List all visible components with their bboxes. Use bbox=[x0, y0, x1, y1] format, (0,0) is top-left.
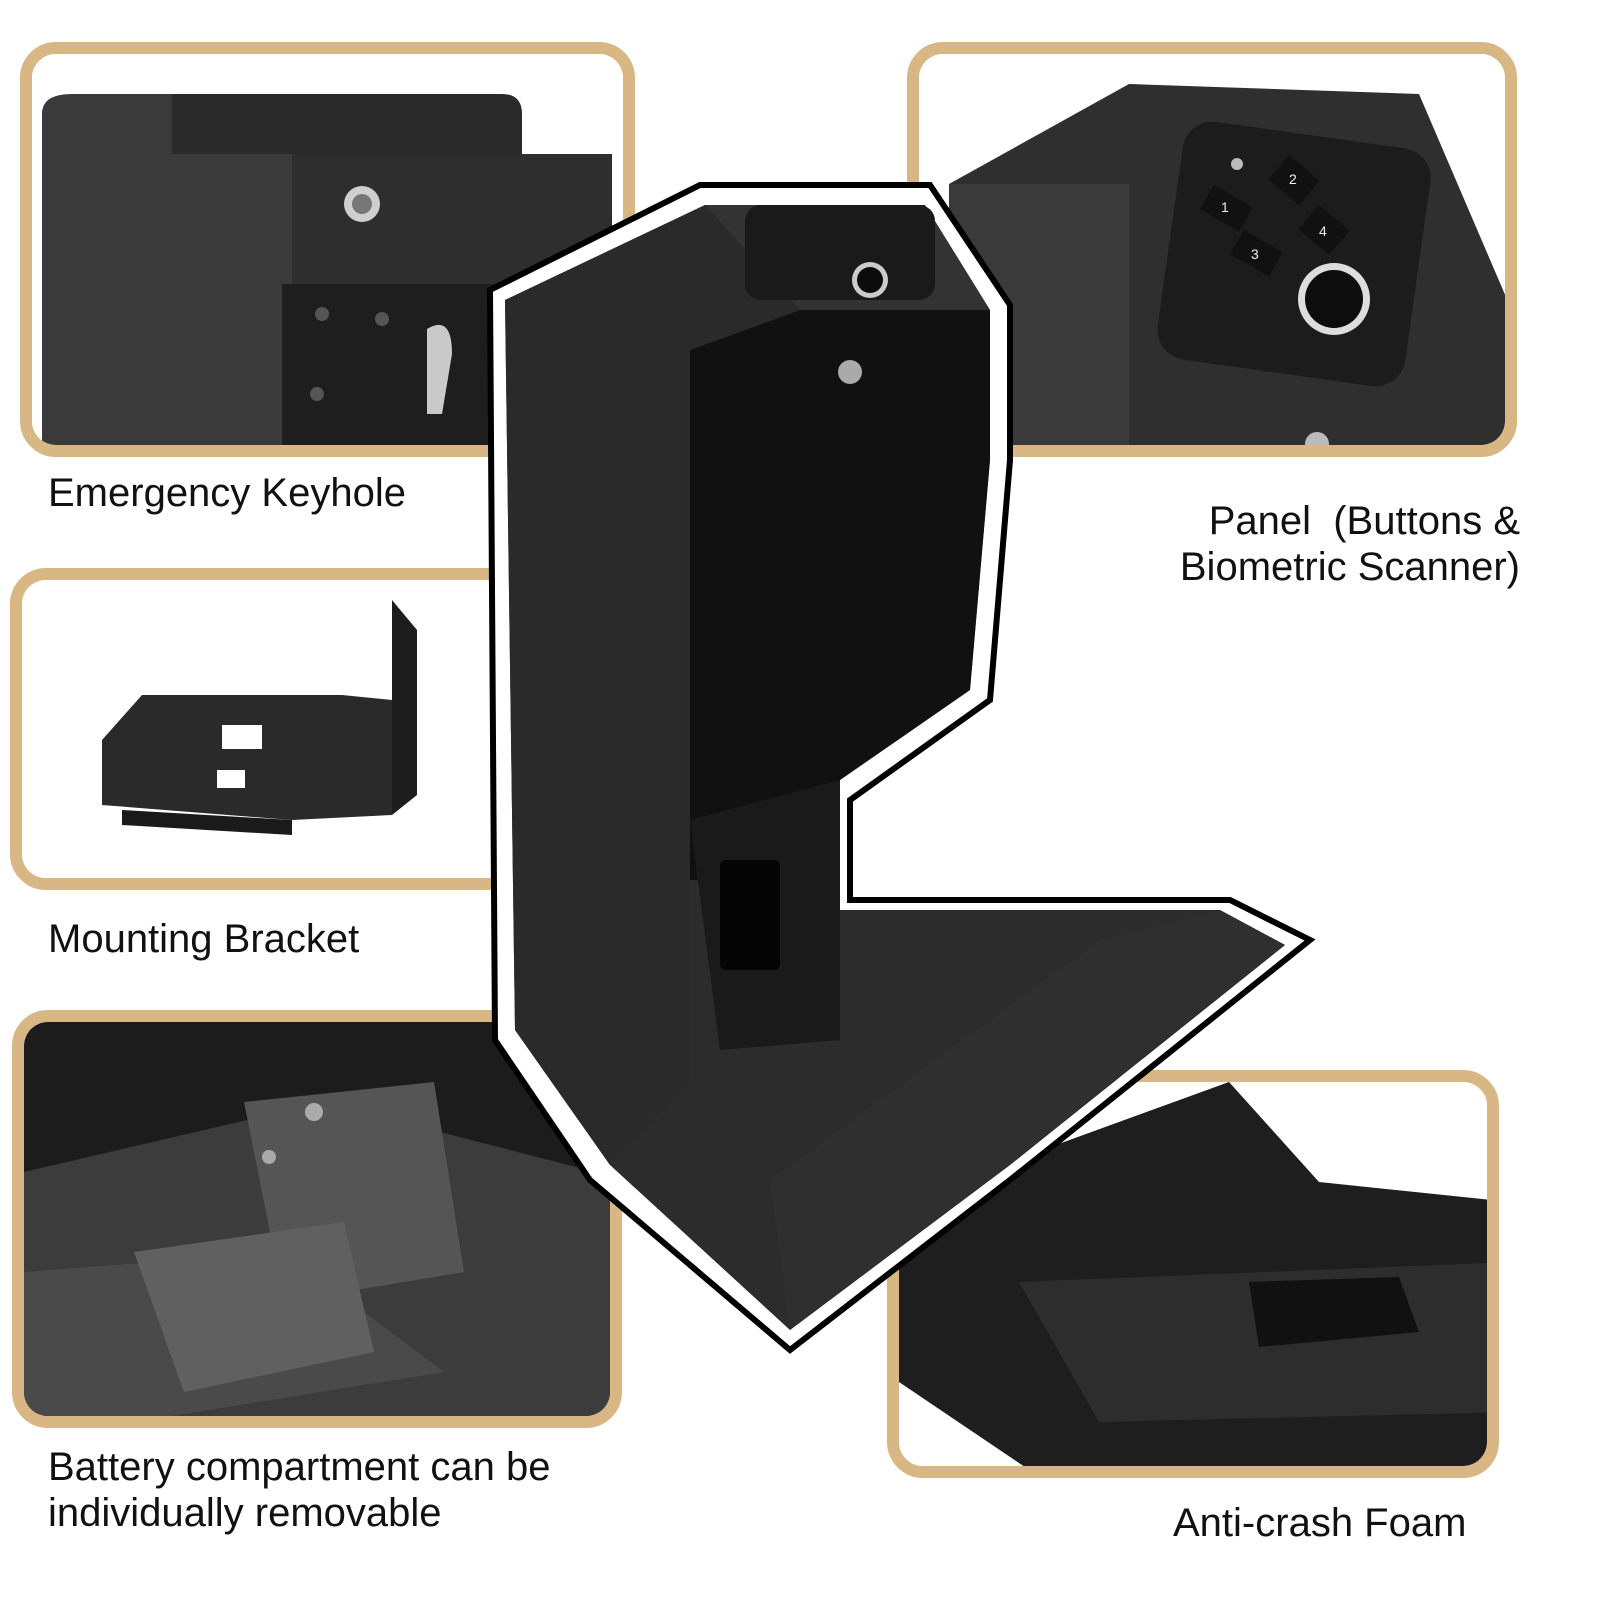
keypad-3-glyph: 3 bbox=[1251, 246, 1259, 262]
battery-compartment-frame bbox=[12, 1010, 622, 1428]
keypad-1-glyph: 1 bbox=[1221, 199, 1229, 215]
panel-photo: 1 2 3 4 bbox=[919, 54, 1505, 445]
panel-label-line1: Panel (Buttons & bbox=[1208, 499, 1520, 543]
anti-crash-foam-frame bbox=[887, 1070, 1499, 1478]
panel-label-line2: Biometric Scanner) bbox=[1179, 545, 1520, 589]
battery-compartment-photo bbox=[24, 1022, 610, 1416]
anti-crash-foam-label: Anti-crash Foam bbox=[1173, 1501, 1467, 1545]
emergency-keyhole-label: Emergency Keyhole bbox=[48, 471, 406, 515]
battery-label-line1: Battery compartment can be bbox=[48, 1445, 551, 1489]
mounting-bracket-frame bbox=[10, 568, 530, 890]
mounting-bracket-photo bbox=[22, 580, 518, 878]
battery-label-line2: individually removable bbox=[48, 1491, 442, 1535]
mounting-bracket-label: Mounting Bracket bbox=[48, 917, 360, 961]
battery-compartment-label: Battery compartment can be individually … bbox=[48, 1444, 550, 1536]
keypad-4-glyph: 4 bbox=[1319, 223, 1327, 239]
keypad-2-glyph: 2 bbox=[1289, 171, 1297, 187]
main-safe-image bbox=[470, 180, 1320, 1360]
panel-label: Panel (Buttons & Biometric Scanner) bbox=[1100, 498, 1520, 590]
